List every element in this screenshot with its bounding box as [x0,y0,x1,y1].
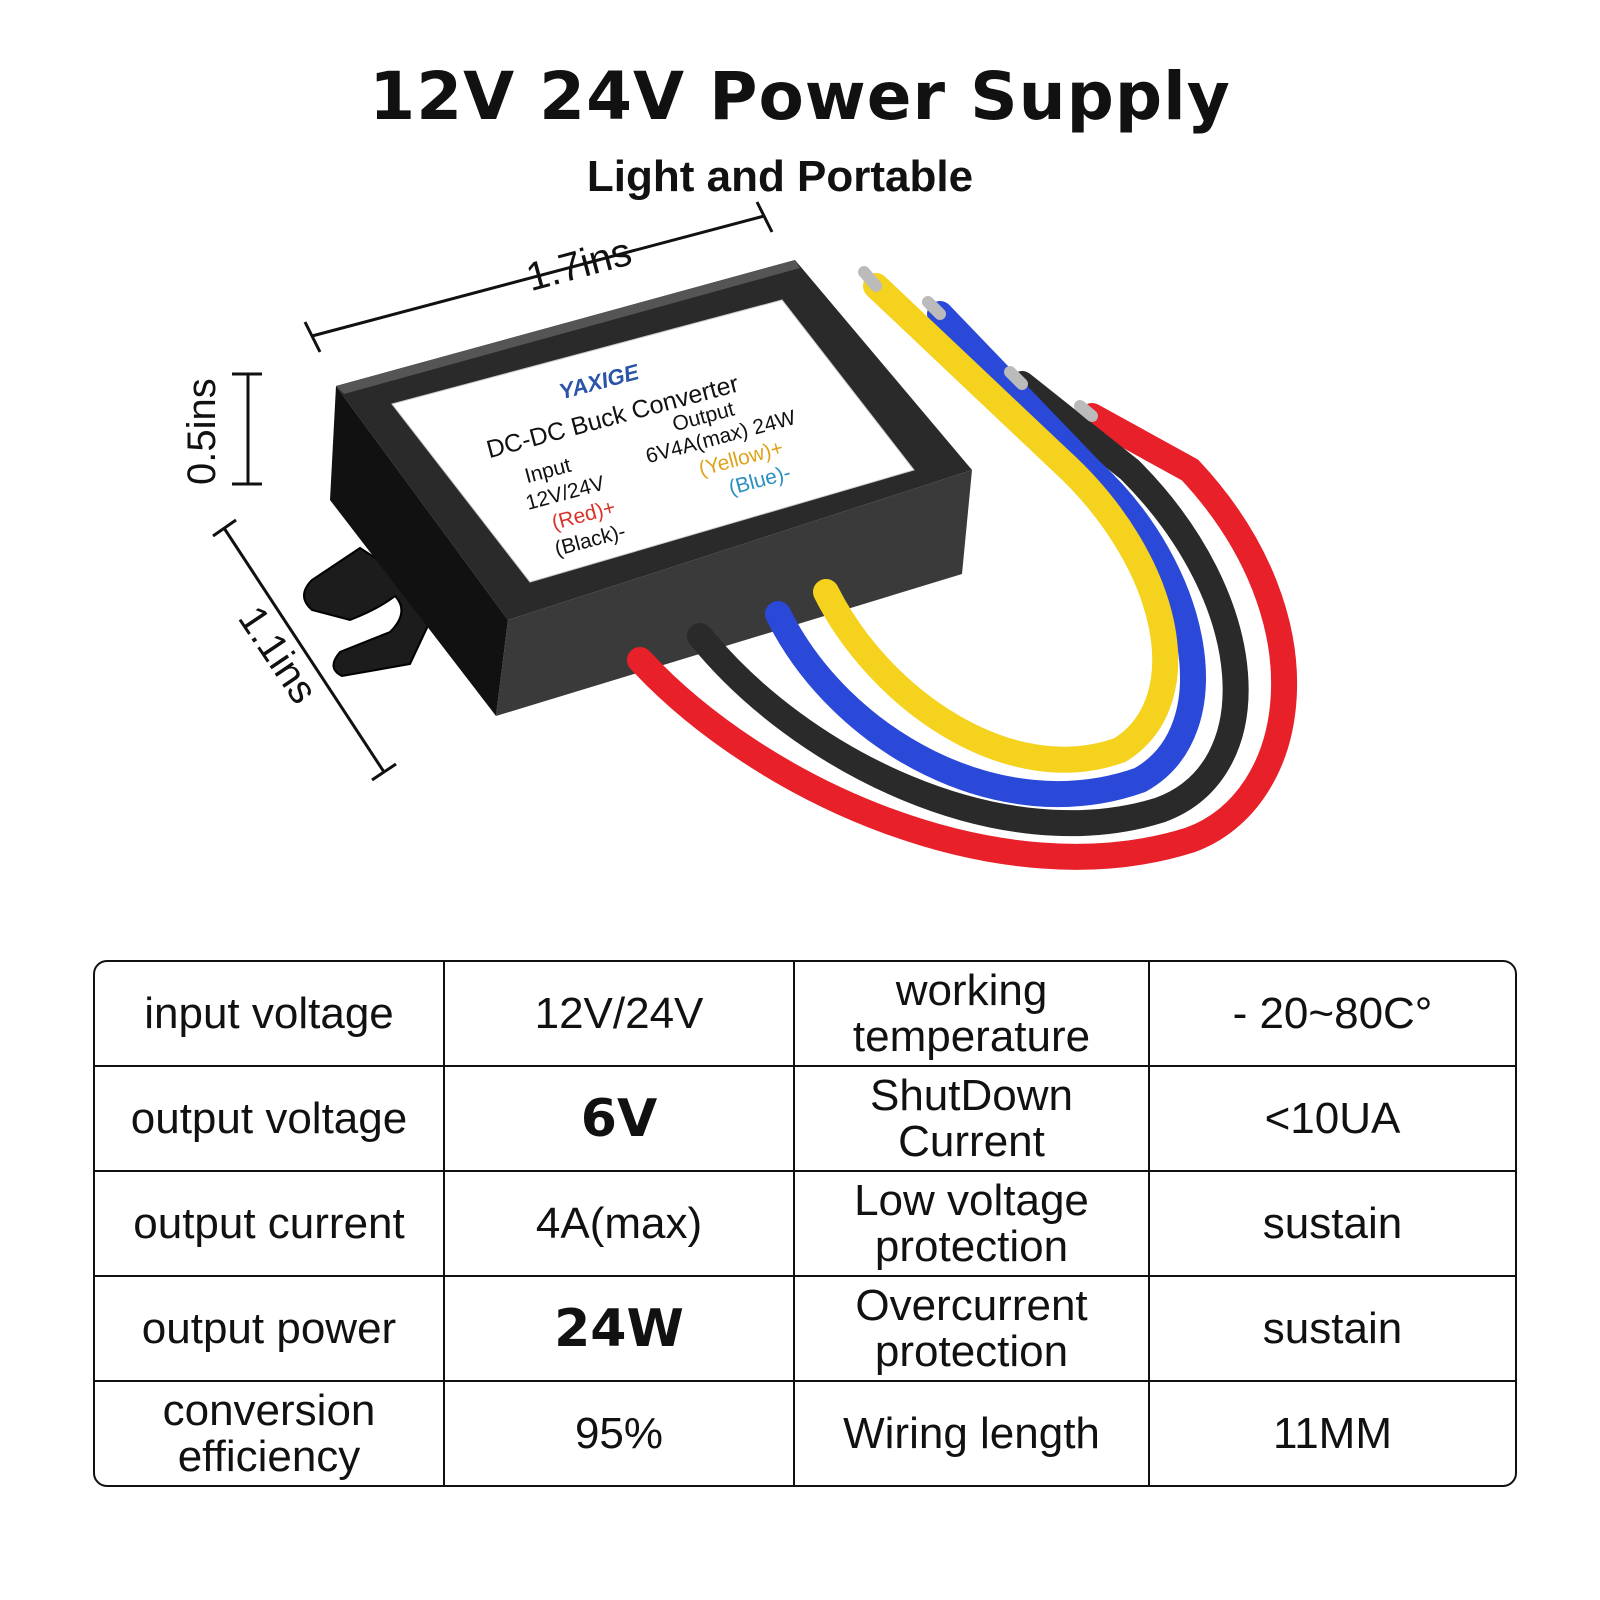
spec-value: 6V [445,1067,795,1172]
spec-value: 24W [445,1277,795,1382]
dimension-length-line [303,201,774,353]
spec-value: sustain [1150,1277,1515,1382]
table-row: output current 4A(max) Low voltage prote… [95,1172,1515,1277]
spec-value: 12V/24V [445,962,795,1067]
dimension-height-label: 0.5ins [180,378,224,485]
dimension-width-line [212,518,397,782]
spec-value: 11MM [1273,1408,1392,1458]
spec-table: input voltage 12V/24V working temperatur… [93,960,1517,1487]
wire-red [627,403,1298,870]
dimension-height-line [232,372,262,486]
spec-label: Wiring length [795,1382,1150,1485]
spec-label: Overcurrent protection [795,1277,1150,1382]
spec-label: Low voltage protection [795,1172,1150,1277]
table-row: input voltage 12V/24V working temperatur… [95,962,1515,1067]
spec-label: output current [95,1172,445,1277]
page-title: 12V 24V Power Supply [369,58,1231,135]
spec-label: working temperature [795,962,1150,1067]
table-row: conversion efficiency 95% Wiring length … [95,1382,1515,1485]
wire-black [687,371,1249,837]
dimension-width-label: 1.1ins [230,598,326,711]
spec-value: <10UA [1150,1067,1515,1172]
product-label: YAXIGE DC-DC Buck Converter Input 12V/24… [391,299,915,583]
spec-label: input voltage [95,962,445,1067]
spec-value: 95% [445,1382,795,1485]
spec-label: ShutDown Current [795,1067,1150,1172]
table-row: output voltage 6V ShutDown Current <10UA [95,1067,1515,1172]
spec-value: - 20~80C° [1150,962,1515,1067]
wire-blue [765,301,1206,808]
spec-label: output power [95,1277,445,1382]
spec-label: conversion efficiency [95,1382,445,1485]
wire-yellow [813,273,1179,773]
output-wires [627,273,1298,870]
page-subtitle: Light and Portable [586,152,974,201]
dimension-length-label: 1.7ins [522,230,637,300]
spec-value: 4A(max) [445,1172,795,1277]
spec-label: output voltage [95,1067,445,1172]
spec-value: sustain [1150,1172,1515,1277]
wire-tips [858,266,1098,422]
product-illustration: 1.7ins 0.5ins 1.1ins YAXIGE DC-DC Buck C… [180,201,1298,870]
table-row: output power 24W Overcurrent protection … [95,1277,1515,1382]
